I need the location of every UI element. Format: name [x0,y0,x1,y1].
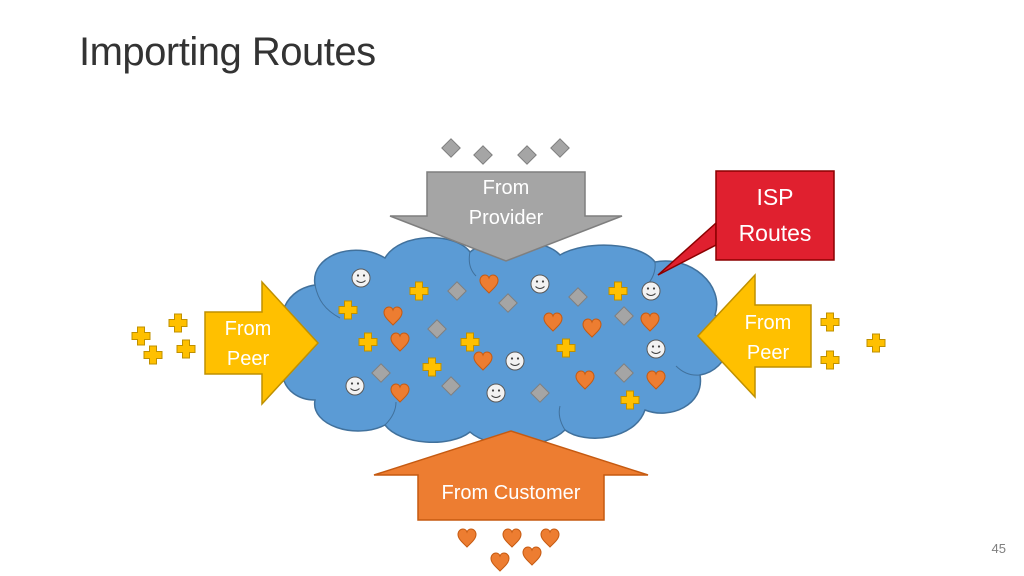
isp-route-smiley [641,281,661,301]
isp-callout-line2: Routes [739,220,812,246]
isp-route-smiley [646,339,666,359]
peer-route-plus [143,345,163,365]
customer-label: From Customer [442,482,581,504]
provider-route-diamond [550,138,570,158]
isp-route-smiley [486,383,506,403]
isp-callout-line1: ISP [756,184,793,210]
peer-route-plus [131,326,151,346]
isp-route-smiley [345,376,365,396]
isp-route-smiley [530,274,550,294]
provider-route-diamond [441,138,461,158]
customer-route-heart [540,528,560,548]
customer-route-heart [457,528,477,548]
provider-label-line1: From [483,177,530,199]
provider-arrow [389,171,623,262]
peer-route-plus [176,339,196,359]
peer-right-label-line2: Peer [747,342,790,364]
peer-route-plus [820,350,840,370]
peer-left-label-line1: From [225,318,272,340]
customer-arrow [373,430,649,521]
peer-right-label-line1: From [745,312,792,334]
network-cloud [281,236,730,446]
isp-route-smiley [351,268,371,288]
slide-title: Importing Routes [79,30,376,74]
peer-left-label-line2: Peer [227,348,270,370]
customer-route-heart [490,552,510,572]
provider-label-line2: Provider [469,207,544,229]
customer-route-heart [502,528,522,548]
peer-arrow-right [696,273,812,399]
slide-page-number: 45 [991,541,1006,556]
peer-arrow-left [204,280,320,406]
customer-route-heart [522,546,542,566]
provider-route-diamond [517,145,537,165]
peer-route-plus [866,333,886,353]
peer-route-plus [820,312,840,332]
provider-route-diamond [473,145,493,165]
isp-route-smiley [505,351,525,371]
isp-routes-callout [715,170,835,261]
peer-route-plus [168,313,188,333]
